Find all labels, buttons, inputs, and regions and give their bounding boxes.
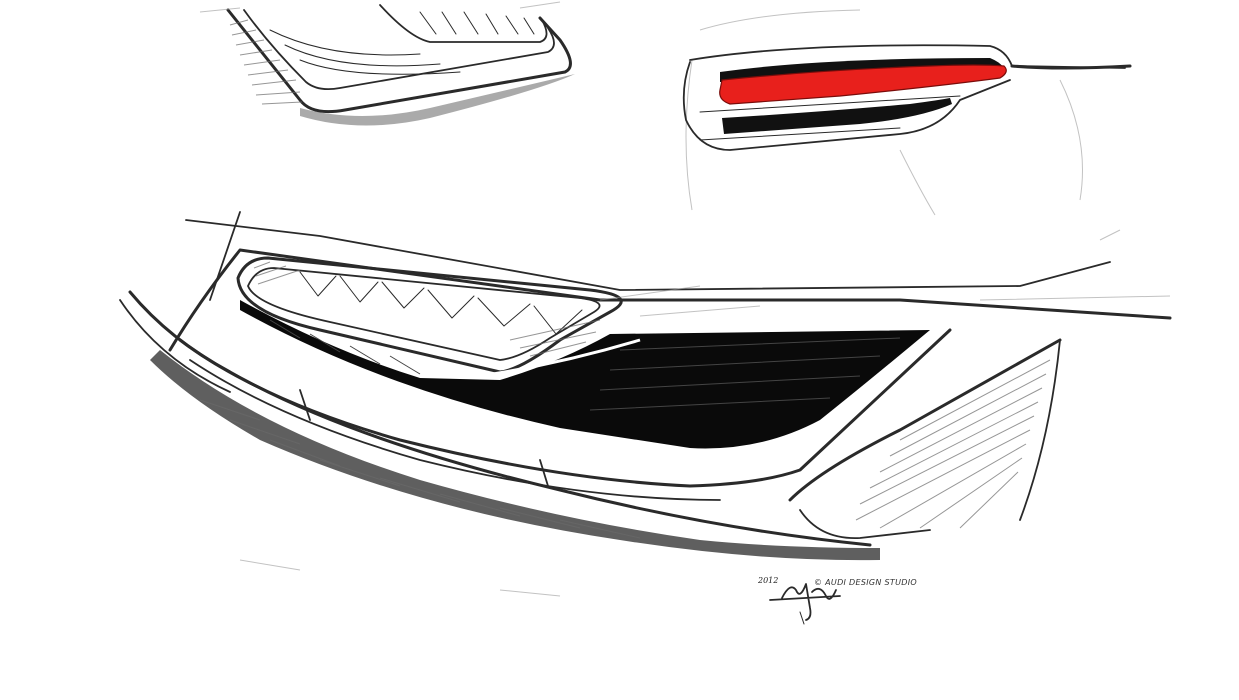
top-right-taillight-sketch [682,9,1132,216]
black-air-intake [240,300,930,449]
handwritten-signature [769,583,841,625]
copyright-text: © AUDI DESIGN STUDIO [814,578,917,587]
top-left-headlight-sketch [199,1,575,126]
taillight-red-bar [719,64,1007,105]
main-front-headlamp-sketch [119,211,1172,597]
signature-year: 2012 [758,576,779,585]
signature-block: 2012 © AUDI DESIGN STUDIO [756,572,936,624]
